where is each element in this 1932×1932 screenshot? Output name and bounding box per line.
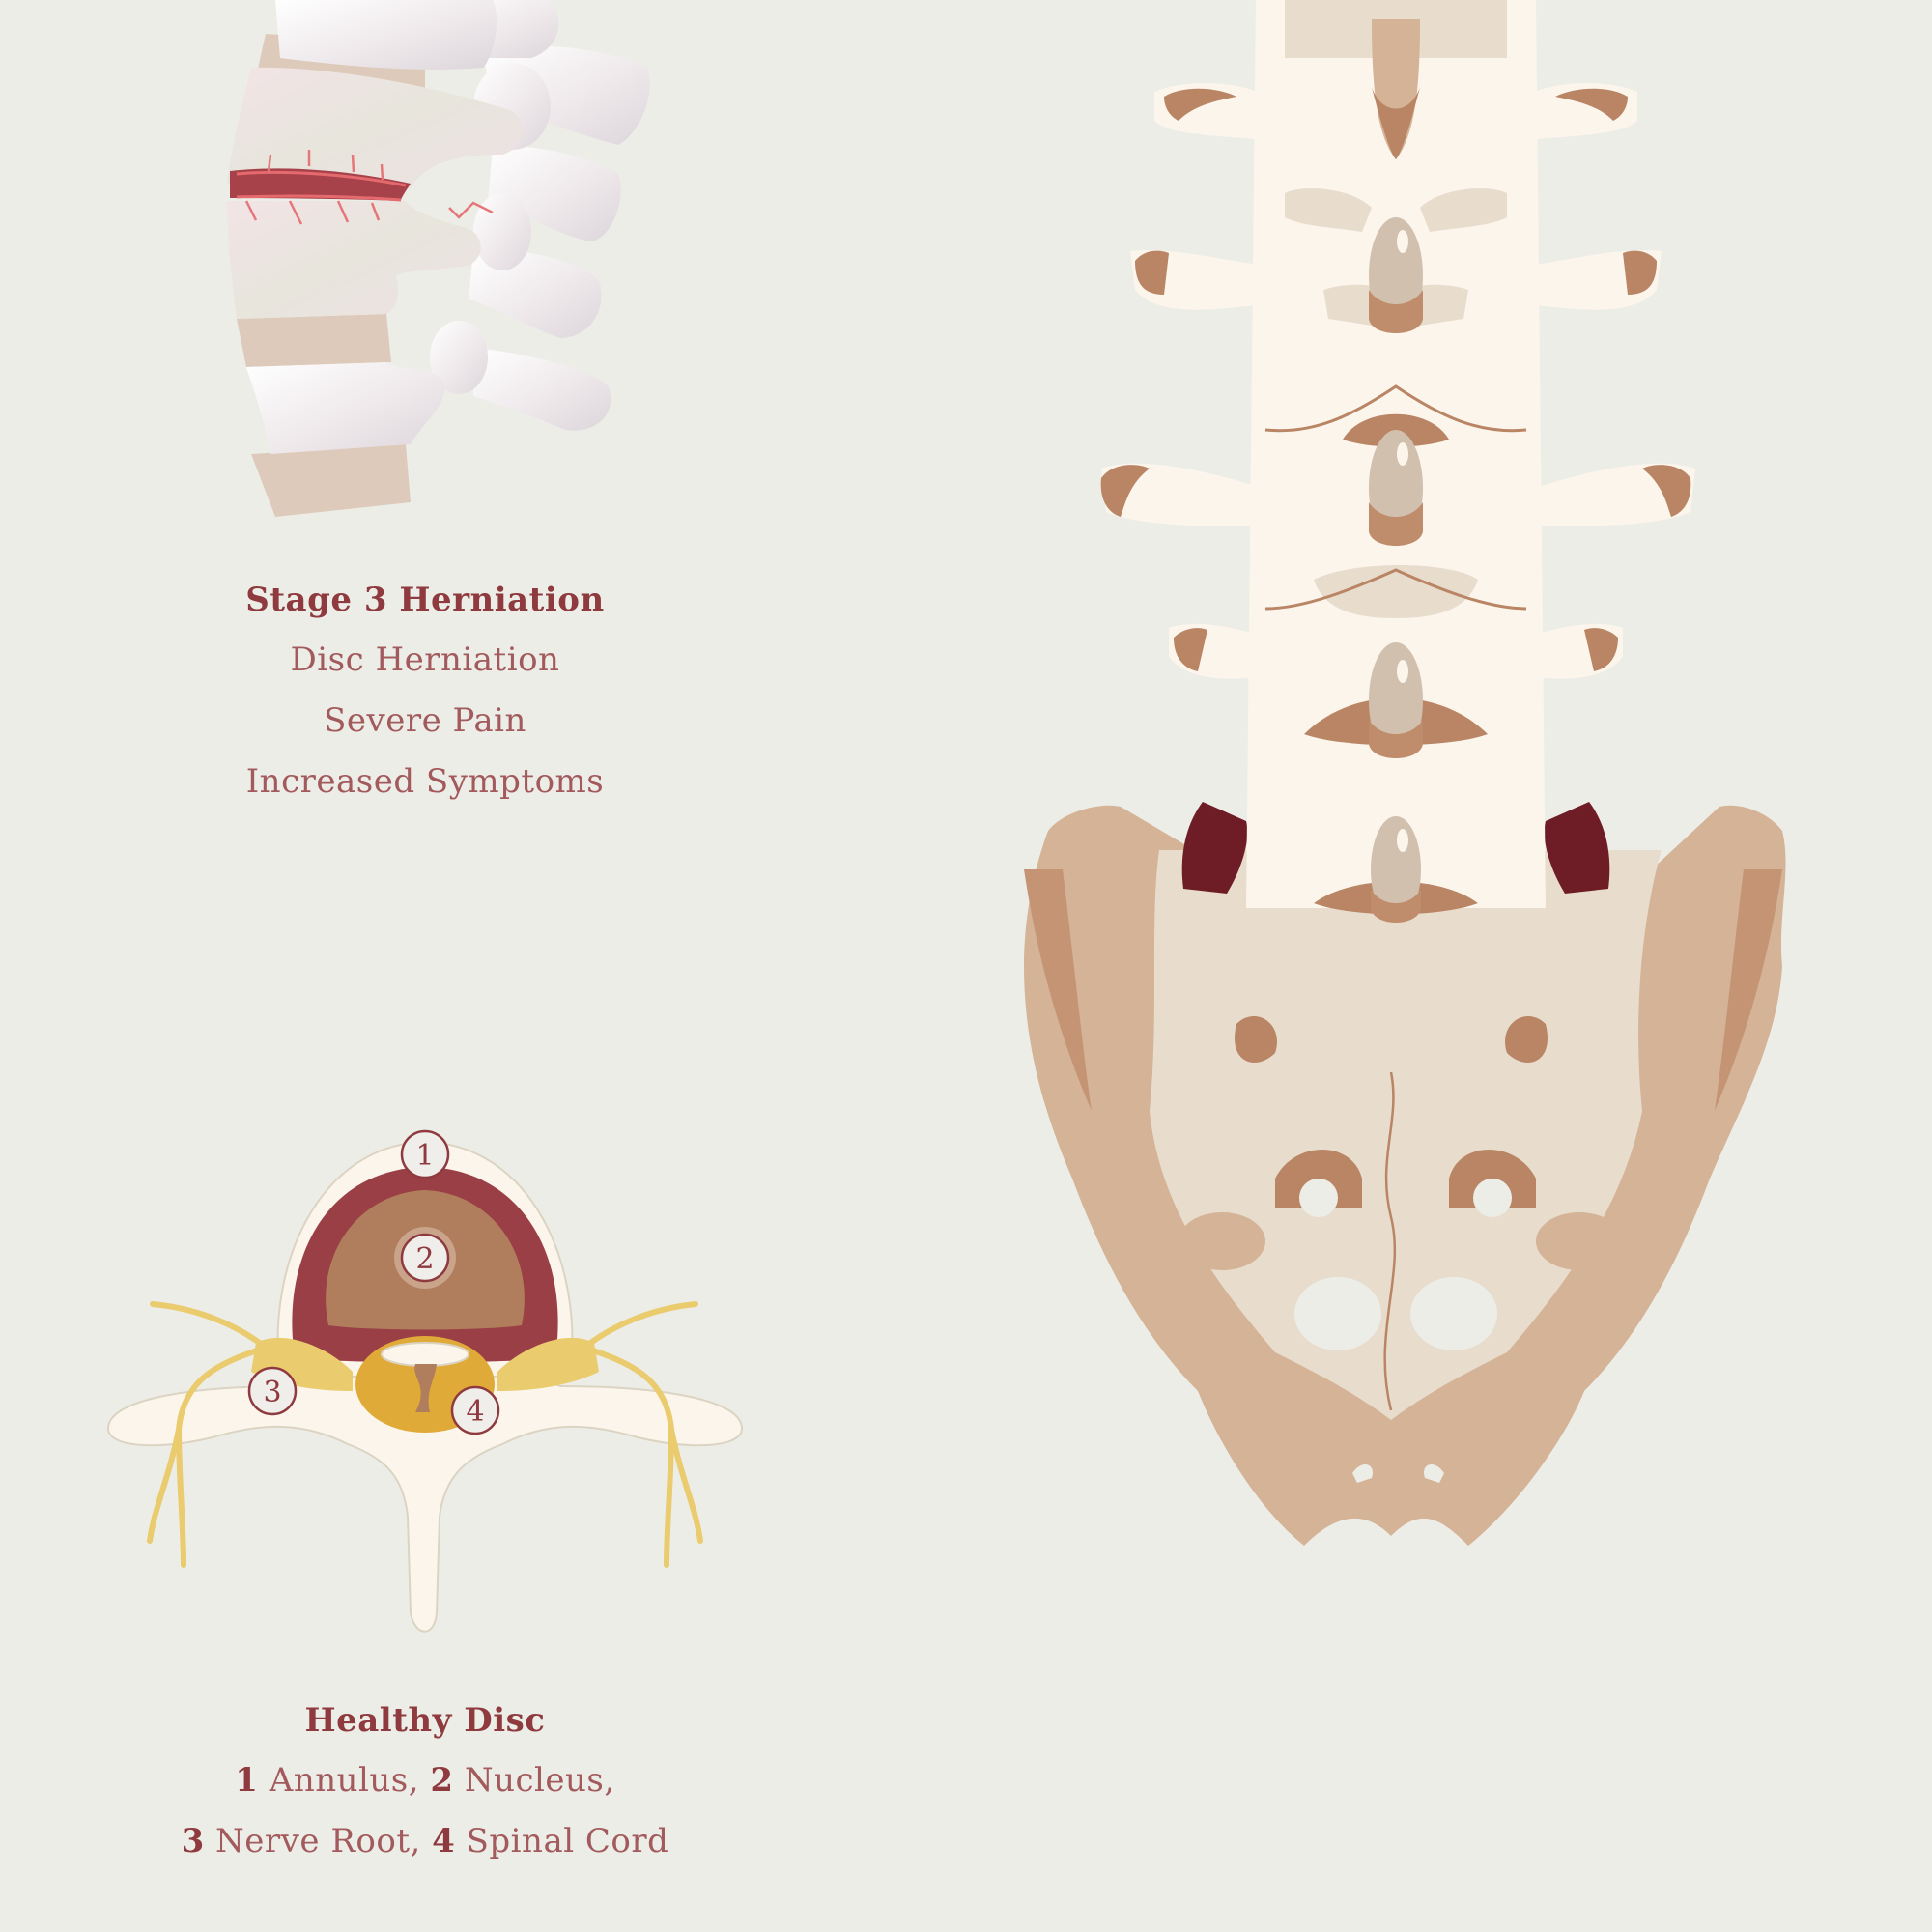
healthy-disc-title: Healthy Disc [304,1701,546,1740]
marker-4: 4 [466,1395,484,1429]
herniation-line-2: Severe Pain [324,701,526,740]
herniation-line-1: Disc Herniation [290,640,560,679]
healthy-disc-illustration: 1 2 3 4 [97,1111,753,1652]
marker-1: 1 [415,1139,434,1173]
lumbar-spine-sacrum-illustration [1005,0,1855,1565]
herniated-spine-illustration [213,0,676,522]
herniation-title: Stage 3 Herniation [245,581,605,619]
healthy-disc-caption: Healthy Disc 1 Annulus, 2 Nucleus, 3 Ner… [135,1690,715,1872]
marker-3: 3 [263,1376,281,1409]
herniation-line-3: Increased Symptoms [245,762,605,801]
marker-2: 2 [415,1242,434,1276]
healthy-disc-legend-line-2: 3 Nerve Root, 4 Spinal Cord [181,1822,669,1861]
healthy-disc-legend-line-1: 1 Annulus, 2 Nucleus, [235,1761,615,1800]
herniation-caption: Stage 3 Herniation Disc Herniation Sever… [184,570,667,812]
